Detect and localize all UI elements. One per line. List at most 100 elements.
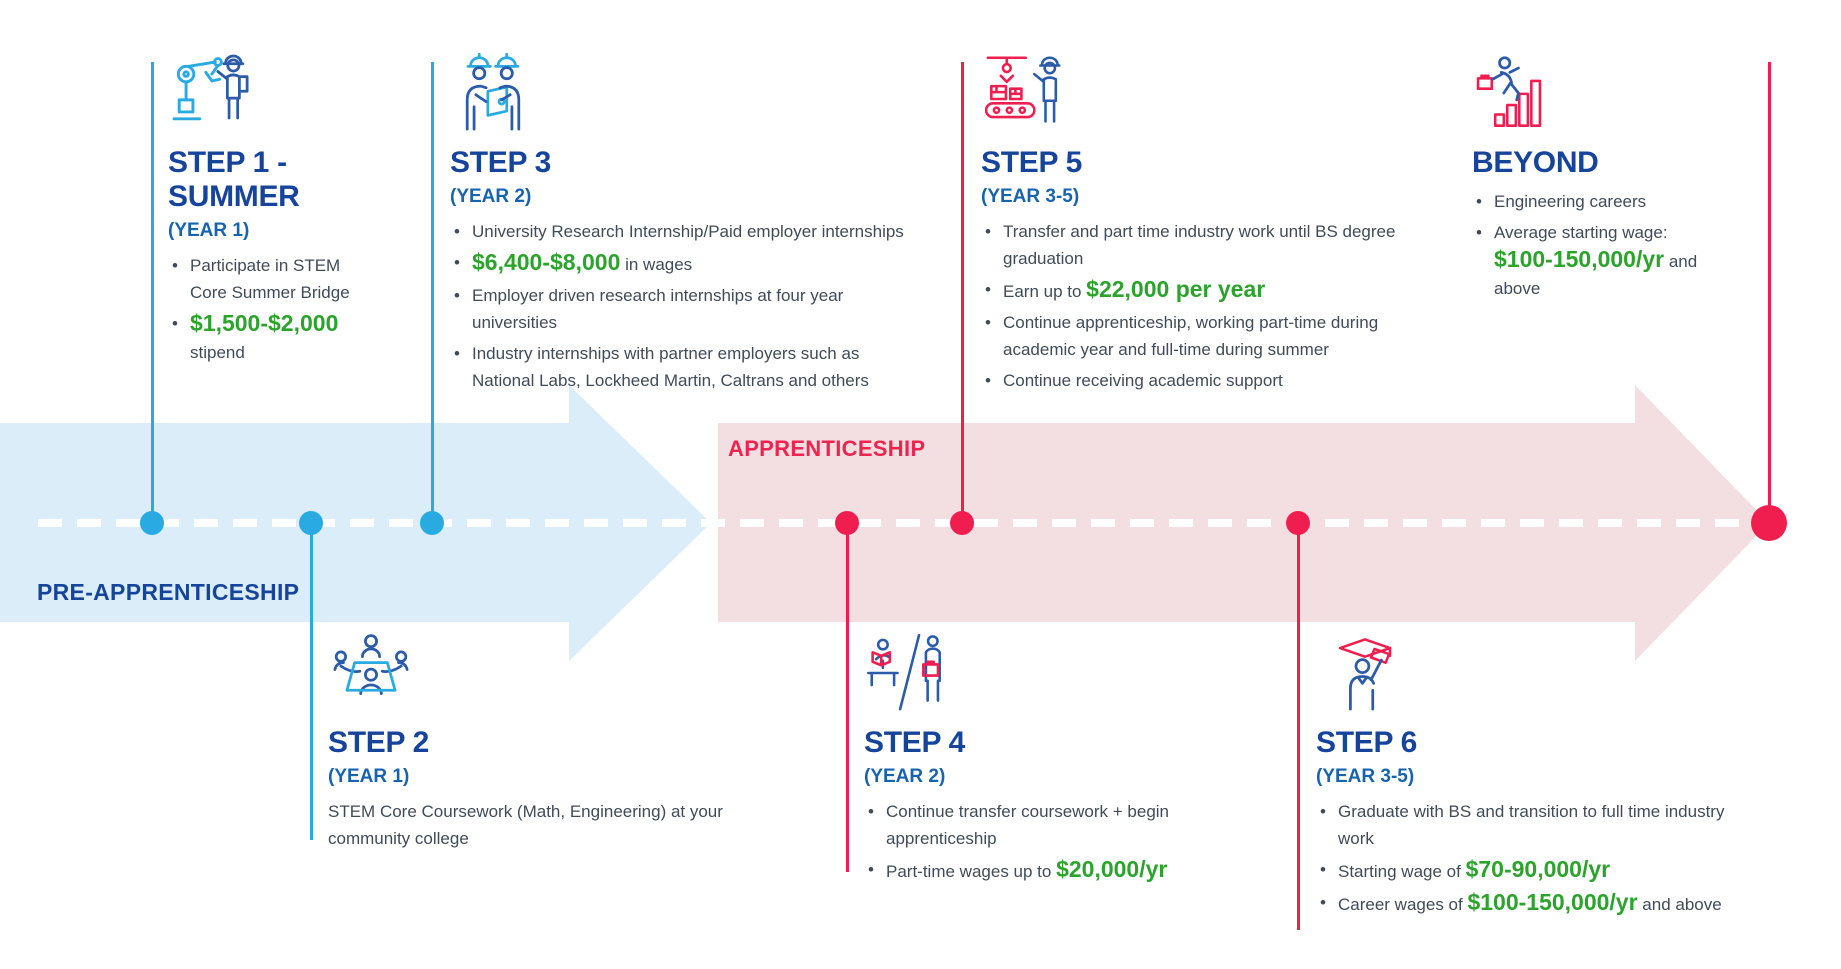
bullet-text: in wages: [620, 255, 693, 274]
career-growth-icon-svg: [1476, 56, 1542, 127]
bullet-text: Employer driven research internships at …: [472, 286, 844, 332]
pre-apprenticeship-label: PRE-APPRENTICESHIP: [37, 579, 300, 605]
bullet-text: Part-time wages up to: [886, 862, 1057, 881]
career-growth-icon: [1472, 50, 1727, 136]
wage-amount: $20,000/yr: [1056, 856, 1168, 882]
step5-bullet: Transfer and part time industry work unt…: [981, 218, 1401, 272]
step2-block: STEP 2 (YEAR 1) STEM Core Coursework (Math…: [328, 630, 768, 852]
step2-timeline-dot: [299, 511, 323, 535]
step6-bullet: Graduate with BS and transition to full …: [1316, 798, 1756, 852]
beyond-title: BEYOND: [1472, 146, 1599, 179]
step6-block: STEP 6 (YEAR 3-5) Graduate with BS and tra…: [1316, 630, 1756, 922]
bullet-text: and above: [1494, 252, 1698, 298]
step3-timeline-dot: [420, 511, 444, 535]
step4-block: STEP 4 (YEAR 2) Continue transfer coursewo…: [864, 630, 1264, 889]
beyond-timeline-dot: [1751, 505, 1787, 541]
step6-title: STEP 6: [1316, 726, 1418, 759]
bullet-text: Career wages of: [1338, 895, 1468, 914]
workers-clipboard-icon: [450, 50, 905, 136]
bullet-text: Graduate with BS and transition to full …: [1338, 802, 1725, 848]
step1-year: (YEAR 1): [168, 220, 250, 241]
bullet-text: Engineering careers: [1494, 192, 1647, 211]
step6-connector-line: [1296, 523, 1300, 930]
step3-bullet: University Research Internship/Paid empl…: [450, 218, 905, 245]
beyond-block: BEYOND Engineering careersAverage startin…: [1472, 50, 1727, 306]
step2-description: STEM Core Coursework (Math, Engineering)…: [328, 802, 723, 848]
bullet-text: Earn up to: [1003, 282, 1087, 301]
step3-bullet: Employer driven research internships at …: [450, 282, 905, 336]
team-meeting-icon: [328, 630, 768, 716]
step4-timeline-dot: [835, 511, 859, 535]
step6-year: (YEAR 3-5): [1316, 766, 1415, 787]
wage-amount: $1,500-$2,000: [190, 310, 339, 336]
step1-bullet: Participate in STEM Core Summer Bridge: [168, 252, 378, 306]
robot-arm-trainee-icon: [168, 50, 378, 136]
step4-bullet: Continue transfer coursework + begin app…: [864, 798, 1264, 852]
bullet-text: stipend: [190, 343, 245, 362]
step4-title: STEP 4: [864, 726, 966, 759]
beyond-bullet: Average starting wage: $100-150,000/yr a…: [1472, 219, 1727, 302]
wage-amount: $100-150,000/yr: [1494, 246, 1665, 272]
bullet-text: Average starting wage:: [1494, 223, 1668, 242]
bullet-text: Continue apprenticeship, working part-ti…: [1003, 313, 1379, 359]
step6-bullet: Career wages of $100-150,000/yr and abov…: [1316, 889, 1756, 918]
step1-bullet-list: Participate in STEM Core Summer Bridge $1…: [168, 252, 378, 366]
factory-conveyor-icon-svg: [984, 56, 1061, 123]
team-meeting-icon-svg: [333, 634, 409, 696]
step3-bullet-list: University Research Internship/Paid empl…: [450, 218, 905, 394]
step3-year: (YEAR 2): [450, 186, 532, 207]
wage-amount: $22,000 per year: [1086, 276, 1266, 302]
step6-timeline-dot: [1286, 511, 1310, 535]
step1-title: STEP 1 -: [168, 146, 287, 179]
step5-bullet: Continue receiving academic support: [981, 367, 1401, 394]
graduate-diploma-icon: [1316, 630, 1756, 716]
beyond-bullet-list: Engineering careersAverage starting wage…: [1472, 188, 1727, 302]
robot-arm-trainee-icon-svg: [172, 54, 249, 121]
step1-title: SUMMER: [168, 180, 300, 213]
workers-clipboard-icon-svg: [465, 52, 521, 131]
step3-title: STEP 3: [450, 146, 552, 179]
step3-bullet: Industry internships with partner employ…: [450, 340, 905, 394]
apprenticeship-label: APPRENTICESHIP: [728, 436, 926, 461]
bullet-text: and above: [1637, 895, 1722, 914]
factory-conveyor-icon: [981, 50, 1401, 136]
bullet-text: Participate in STEM Core Summer Bridge: [190, 256, 350, 302]
bullet-text: Industry internships with partner employ…: [472, 344, 869, 390]
step5-bullet: Continue apprenticeship, working part-ti…: [981, 309, 1401, 363]
step2-year: (YEAR 1): [328, 766, 410, 787]
step5-year: (YEAR 3-5): [981, 186, 1080, 207]
step5-bullet-list: Transfer and part time industry work unt…: [981, 218, 1401, 394]
step5-timeline-dot: [950, 511, 974, 535]
step3-connector-line: [430, 62, 434, 523]
step4-connector-line: [845, 523, 849, 872]
bullet-text: Transfer and part time industry work unt…: [1003, 222, 1396, 268]
step3-bullet: $6,400-$8,000 in wages: [450, 249, 905, 278]
timeline-dashed-line: [38, 519, 1754, 527]
beyond-connector-line: [1767, 62, 1771, 523]
step1-timeline-dot: [140, 511, 164, 535]
step2-title: STEP 2: [328, 726, 430, 759]
step5-title: STEP 5: [981, 146, 1083, 179]
step1-bullet: $1,500-$2,000 stipend: [168, 310, 378, 366]
bullet-text: Continue transfer coursework + begin app…: [886, 802, 1170, 848]
step5-block: STEP 5 (YEAR 3-5) Transfer and part time i…: [981, 50, 1401, 398]
graduate-diploma-icon-svg: [1338, 638, 1392, 711]
step4-year: (YEAR 2): [864, 766, 946, 787]
step1-connector-line: [150, 62, 154, 523]
step3-block: STEP 3 (YEAR 2) University Research Intern…: [450, 50, 905, 398]
wage-amount: $70-90,000/yr: [1465, 856, 1611, 882]
study-and-work-icon: [864, 630, 1264, 716]
wage-amount: $100-150,000/yr: [1467, 889, 1638, 915]
step6-bullet: Starting wage of $70-90,000/yr: [1316, 856, 1756, 885]
beyond-bullet: Engineering careers: [1472, 188, 1727, 215]
step4-bullet: Part-time wages up to $20,000/yr: [864, 856, 1264, 885]
step6-bullet-list: Graduate with BS and transition to full …: [1316, 798, 1756, 918]
bullet-text: University Research Internship/Paid empl…: [472, 222, 904, 241]
wage-amount: $6,400-$8,000: [472, 249, 621, 275]
study-and-work-icon-svg: [867, 633, 941, 711]
step5-connector-line: [960, 62, 964, 523]
bullet-text: Starting wage of: [1338, 862, 1466, 881]
step5-bullet: Earn up to $22,000 per year: [981, 276, 1401, 305]
step2-connector-line: [309, 523, 313, 840]
